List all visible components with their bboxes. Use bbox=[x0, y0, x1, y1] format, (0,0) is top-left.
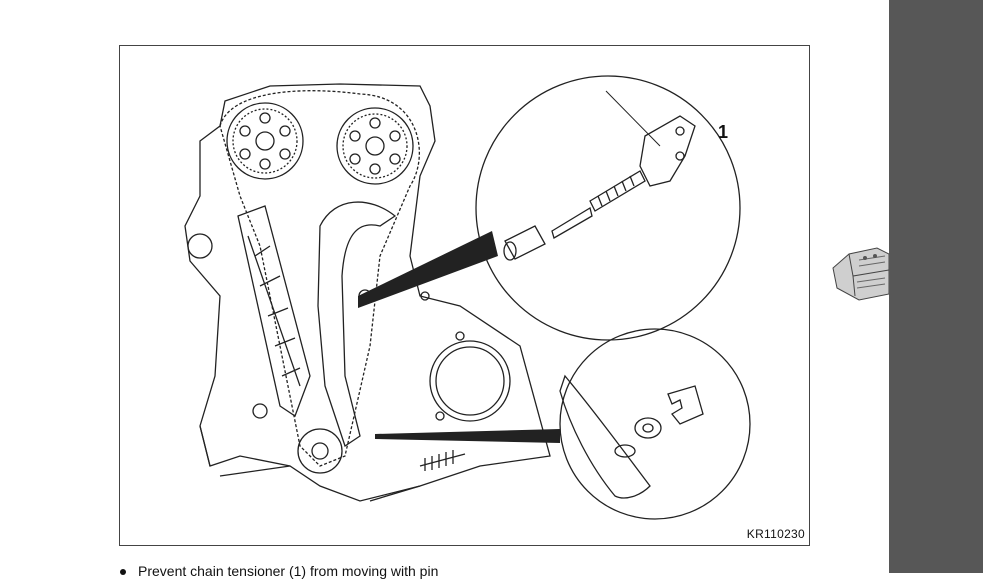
instruction-text: Prevent chain tensioner (1) from moving … bbox=[138, 563, 439, 579]
sidebar-panel bbox=[889, 0, 983, 573]
manual-page: 1 KR110230 Prevent chain tensioner (1) f… bbox=[119, 45, 810, 579]
engine-thumbnail[interactable] bbox=[829, 240, 889, 302]
engine-timing-illustration: 1 KR110230 bbox=[119, 45, 810, 546]
figure-code: KR110230 bbox=[746, 527, 805, 541]
bullet-icon bbox=[120, 569, 126, 576]
instruction-bullet: Prevent chain tensioner (1) from moving … bbox=[120, 563, 438, 579]
engine-drawing bbox=[184, 75, 751, 520]
callout-label-1: 1 bbox=[718, 122, 729, 142]
